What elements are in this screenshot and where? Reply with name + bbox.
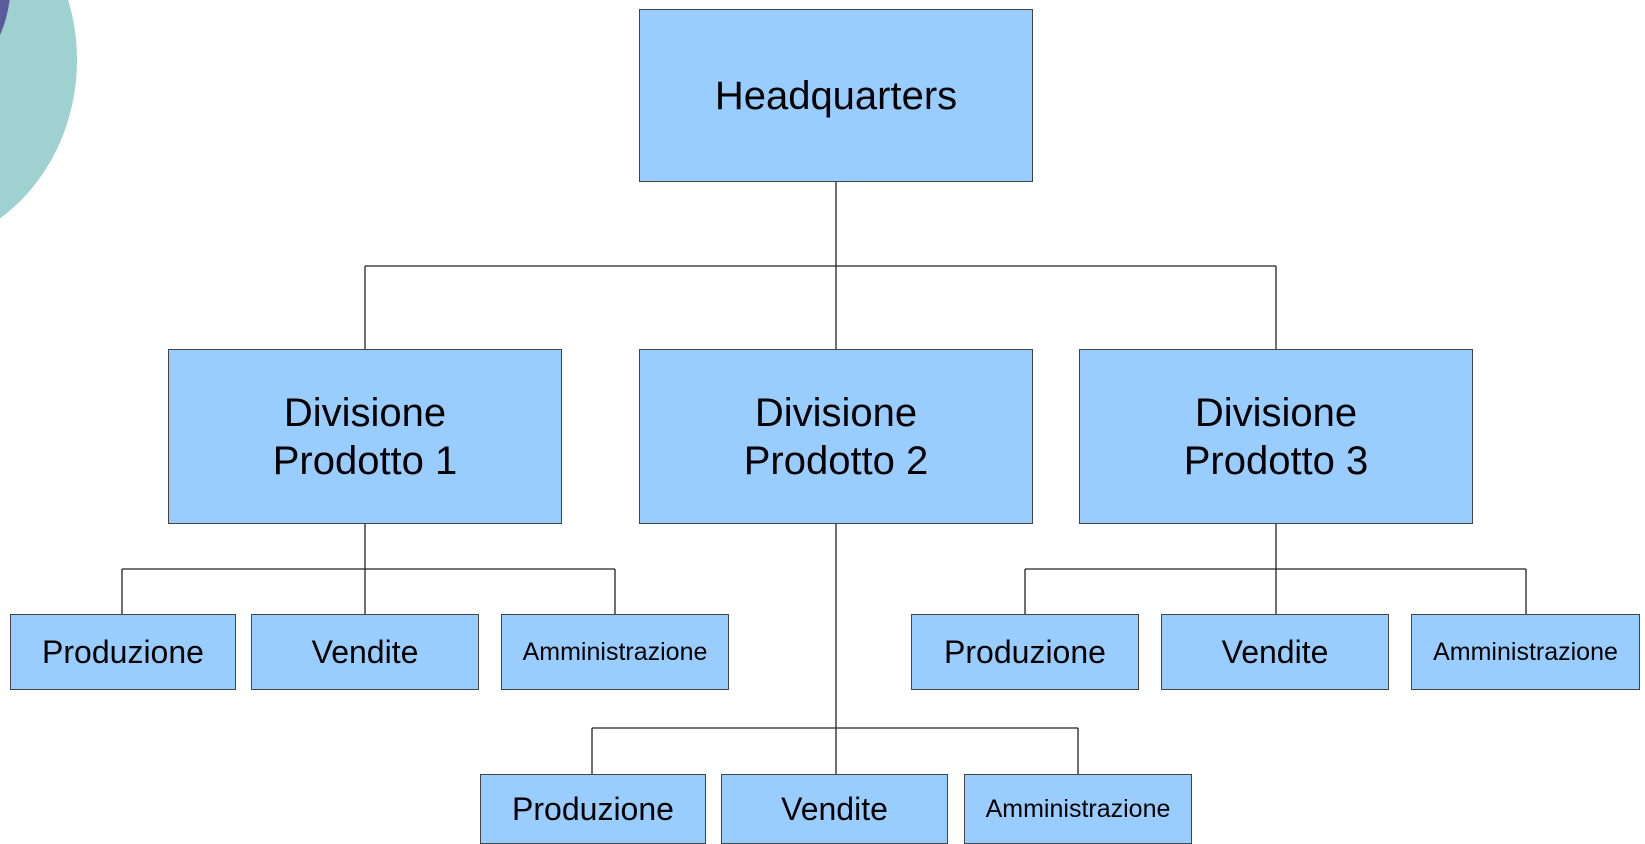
decor-purple-circle — [0, 0, 10, 36]
node-div2-vendite-label: Vendite — [781, 790, 888, 827]
node-div2-amministrazione: Amministrazione — [964, 774, 1192, 844]
node-div2-amministrazione-label: Amministrazione — [985, 795, 1171, 823]
corner-decoration — [0, 0, 77, 219]
node-div2-produzione: Produzione — [480, 774, 706, 844]
node-division-3-label: Divisione Prodotto 3 — [1183, 390, 1369, 483]
node-division-1-label: Divisione Prodotto 1 — [272, 390, 458, 483]
node-division-2: Divisione Prodotto 2 — [639, 349, 1033, 524]
node-div3-amministrazione-label: Amministrazione — [1433, 638, 1618, 666]
decor-teal-circle — [0, 0, 77, 219]
node-div2-vendite: Vendite — [721, 774, 948, 844]
node-div1-produzione-label: Produzione — [42, 633, 204, 670]
node-div3-vendite-label: Vendite — [1221, 633, 1329, 670]
node-division-1: Divisione Prodotto 1 — [168, 349, 562, 524]
node-div3-produzione: Produzione — [911, 614, 1139, 690]
node-div1-vendite-label: Vendite — [311, 633, 419, 670]
node-div1-vendite: Vendite — [251, 614, 479, 690]
node-div1-amministrazione: Amministrazione — [501, 614, 729, 690]
node-division-3: Divisione Prodotto 3 — [1079, 349, 1473, 524]
node-div2-produzione-label: Produzione — [512, 790, 674, 827]
node-div1-amministrazione-label: Amministrazione — [522, 638, 708, 666]
node-division-2-label: Divisione Prodotto 2 — [743, 390, 929, 483]
node-headquarters-label: Headquarters — [714, 73, 958, 118]
node-div1-produzione: Produzione — [10, 614, 236, 690]
node-div3-produzione-label: Produzione — [944, 633, 1106, 670]
node-div3-vendite: Vendite — [1161, 614, 1389, 690]
node-div3-amministrazione: Amministrazione — [1411, 614, 1640, 690]
node-headquarters: Headquarters — [639, 9, 1033, 182]
